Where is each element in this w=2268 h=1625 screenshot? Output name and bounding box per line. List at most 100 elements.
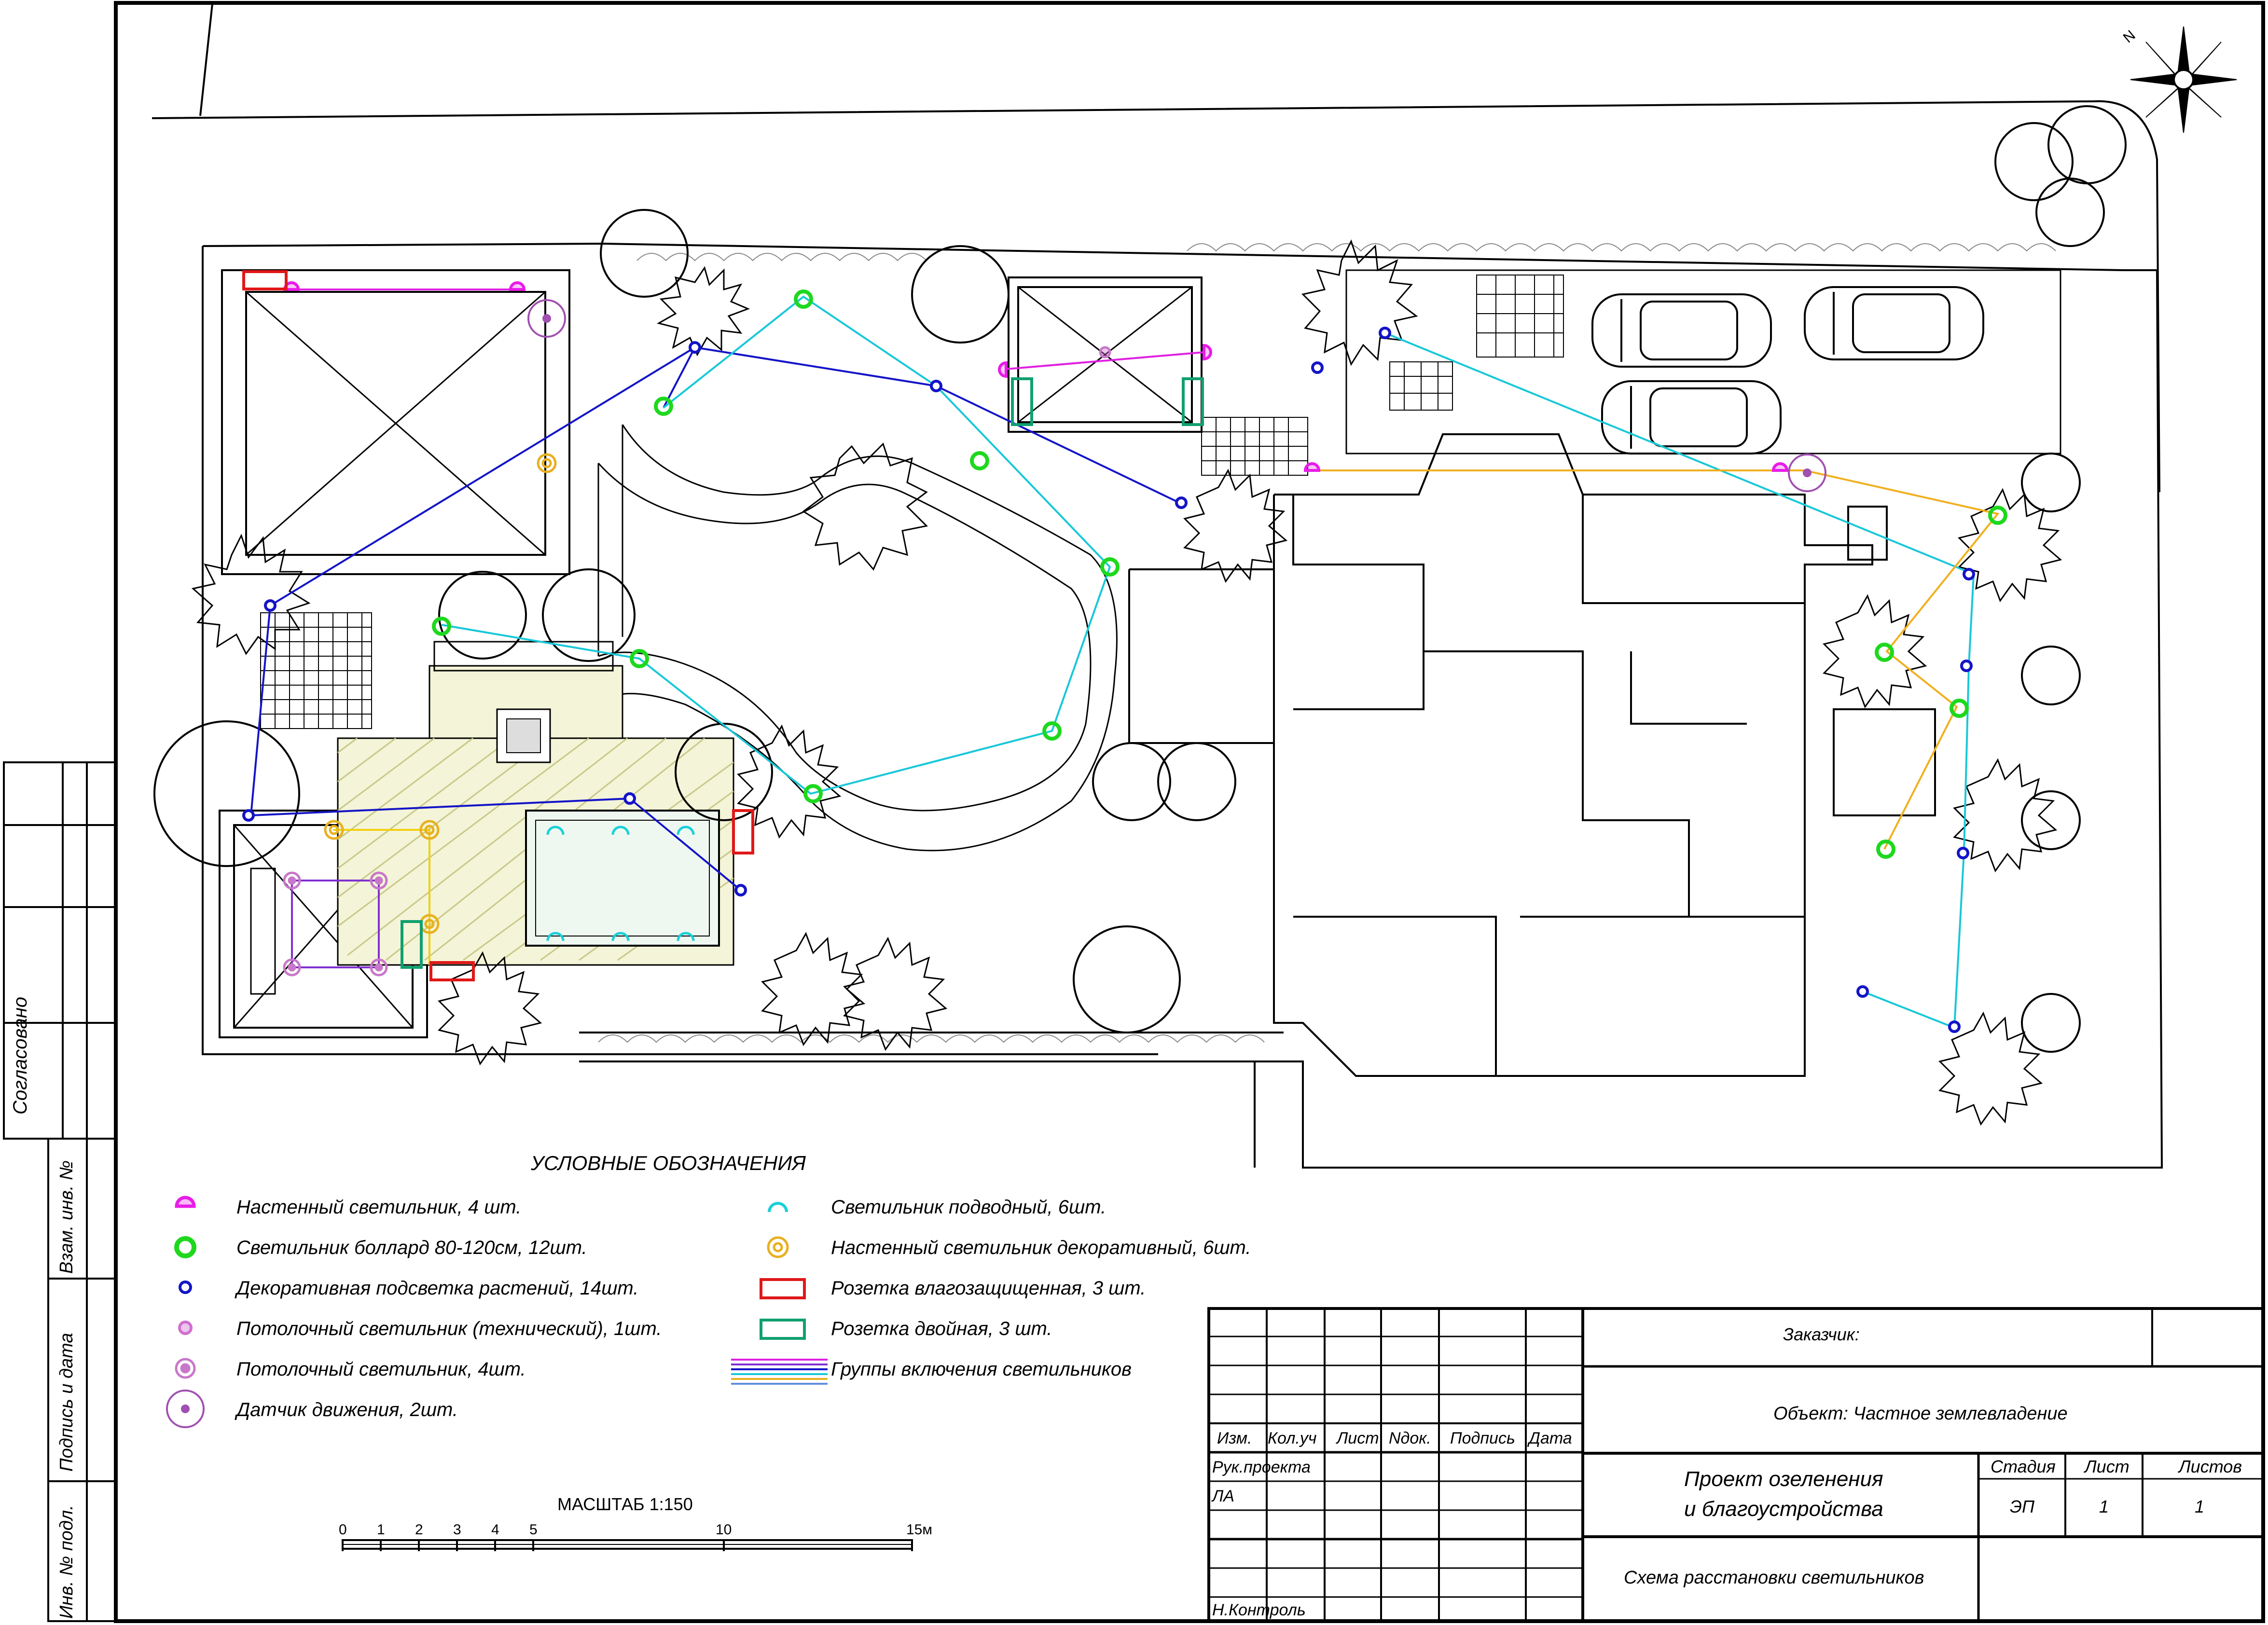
motion-sensor-icon	[166, 1390, 205, 1428]
ceiling-light-fixtures	[283, 346, 1111, 977]
legend-right-label-4: Розетка двойная, 3 шт.	[831, 1318, 1052, 1339]
circuit-magenta-2	[1006, 351, 1204, 370]
scale-tick-15: 15м	[906, 1522, 932, 1538]
double-socket	[1011, 377, 1033, 426]
side-stamp-sign-date: Подпись и дата	[56, 1333, 77, 1472]
title-block-text: Изм. Кол.уч Лист Nдок. Подпись Дата Рук.…	[1211, 1324, 2242, 1619]
plant-uplight-icon	[179, 1281, 192, 1294]
decorative-wall-light	[324, 820, 344, 840]
plant-uplight	[1963, 568, 1975, 580]
circuit-cyan	[441, 295, 1111, 795]
bench-seating	[250, 641, 614, 995]
legend-left-label-4: Потолочный светильник (технический), 1шт…	[236, 1318, 662, 1339]
tree-canopies	[153, 105, 2127, 1053]
decorative-wall-light	[419, 820, 440, 840]
circuit-yellow-2	[333, 829, 430, 965]
tb-sheets-label: Листов	[2178, 1457, 2242, 1476]
bollard-light	[1876, 840, 1895, 859]
double-socket	[1182, 377, 1204, 426]
underwater-light	[546, 932, 565, 941]
bollard-icon	[174, 1236, 196, 1258]
underwater-light	[611, 826, 630, 835]
side-stamp-swap-inv: Взам. инв. №	[56, 1160, 77, 1274]
tb-drawing-title: Схема расстановки светильников	[1624, 1568, 1924, 1588]
north-arrow-icon: N	[2120, 26, 2237, 133]
double-socket	[401, 920, 423, 969]
tb-project-line1: Проект озеленения	[1684, 1467, 1883, 1491]
tb-project-line2: и благоустройства	[1684, 1497, 1883, 1521]
legend-left-label-2: Светильник боллард 80-120см, 12шт.	[236, 1237, 587, 1258]
bollard-light	[1950, 699, 1969, 718]
legend-left-label-6: Датчик движения, 2шт.	[235, 1399, 458, 1420]
plant-uplight	[734, 884, 747, 896]
bollard-fixtures	[432, 289, 2007, 859]
tb-role-control: Н.Контроль	[1212, 1601, 1306, 1619]
tb-header-date: Дата	[1527, 1429, 1572, 1447]
side-stamp-inv-no: Инв. № подл.	[56, 1505, 77, 1619]
scale-tick-3: 3	[453, 1522, 461, 1538]
bollard-light	[803, 784, 823, 803]
bollard-light	[654, 397, 673, 416]
bollard-light	[794, 289, 813, 309]
legend: УСЛОВНЫЕ ОБОЗНАЧЕНИЯ Настенный светильни…	[166, 1152, 1251, 1428]
bollard-light	[1875, 643, 1894, 662]
tb-header-list: Лист	[1336, 1429, 1379, 1447]
plant-uplight	[1311, 361, 1324, 374]
waterproof-socket	[429, 961, 475, 981]
waterproof-socket	[242, 270, 288, 290]
plant-uplight	[689, 341, 701, 354]
tb-sheet-label: Лист	[2084, 1457, 2130, 1476]
circuit-yellow	[1313, 469, 2000, 850]
scale-tick-2: 2	[415, 1522, 423, 1538]
switch-groups-icon	[731, 1359, 828, 1385]
ceiling-light-icon	[175, 1358, 196, 1379]
plant-uplight	[1948, 1020, 1961, 1033]
ceiling-light	[283, 958, 301, 977]
plant-uplight	[1856, 985, 1869, 998]
scale-tick-1: 1	[377, 1522, 385, 1538]
swimming-pool	[525, 810, 720, 947]
underwater-light	[611, 932, 630, 941]
legend-left-label-1: Настенный светильник, 4 шт.	[236, 1197, 521, 1218]
plant-uplight	[264, 599, 277, 612]
underwater-light	[546, 826, 565, 835]
socket-fixtures	[242, 270, 1204, 981]
svg-text:N: N	[2120, 27, 2139, 46]
decorative-wall-light	[537, 453, 557, 473]
site-base	[152, 3, 2163, 1169]
motion-sensor	[527, 299, 566, 338]
parked-cars	[1591, 286, 1984, 454]
tech-ceiling-light-icon	[178, 1321, 193, 1335]
scale-bar: МАСШТАБ 1:150 0 1 2 3 4 5 10 15м	[339, 1494, 932, 1551]
circuit-blue-3	[663, 347, 696, 408]
tb-customer: Заказчик:	[1783, 1324, 1860, 1344]
side-stamp-agreed: Согласовано	[10, 997, 31, 1115]
bollard-light	[970, 451, 989, 470]
title-block	[1207, 1307, 2265, 1623]
scale-tick-4: 4	[491, 1522, 499, 1538]
bollard-light	[1042, 721, 1062, 741]
plant-uplight-fixtures	[242, 327, 1975, 1033]
scale-title: МАСШТАБ 1:150	[557, 1494, 693, 1514]
tb-header-ndok: Nдок.	[1389, 1429, 1431, 1447]
tb-header-sign: Подпись	[1450, 1429, 1515, 1447]
underwater-light	[677, 932, 695, 941]
tb-sheets-value: 1	[2195, 1497, 2204, 1516]
plant-uplight	[1379, 327, 1391, 339]
tb-sheet-value: 1	[2099, 1497, 2109, 1516]
plant-uplight	[1960, 660, 1973, 672]
tb-header-izm: Изм.	[1217, 1429, 1252, 1447]
double-socket-icon	[760, 1319, 806, 1340]
circuit-cyan-2	[1384, 332, 1975, 1029]
bollard-light	[630, 649, 649, 668]
ceiling-light	[370, 871, 388, 890]
legend-right-label-1: Светильник подводный, 6шт.	[831, 1197, 1106, 1218]
wall-light-icon	[175, 1196, 196, 1208]
wall-light-fixtures	[283, 281, 1789, 472]
scale-tick-10: 10	[716, 1522, 732, 1538]
tb-role-lead: Рук.проекта	[1212, 1458, 1311, 1476]
plant-uplight	[623, 792, 636, 805]
plant-uplight	[1957, 847, 1969, 859]
motion-sensor	[1788, 454, 1826, 492]
